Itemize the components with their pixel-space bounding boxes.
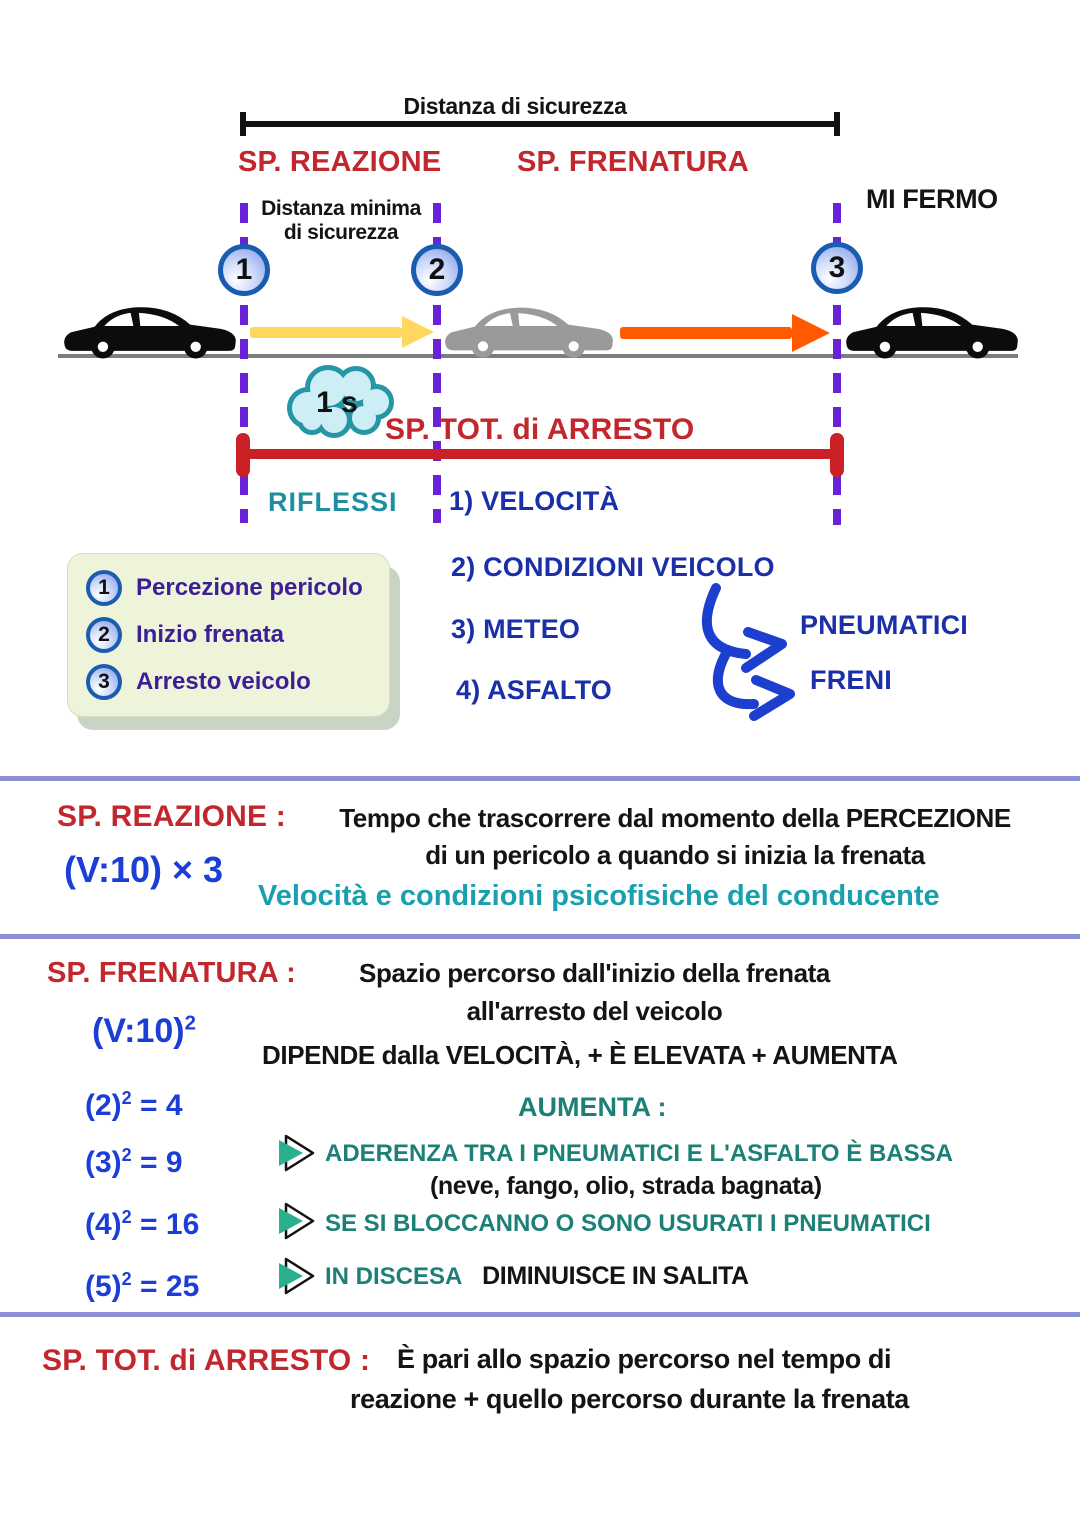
yellow-arrow-head-icon [402, 316, 434, 348]
cloud-icon: 1 s [287, 365, 394, 438]
frenatura-depends: DIPENDE dalla VELOCITÀ, + È ELEVATA + AU… [262, 1040, 898, 1070]
safety-distance-label: Distanza di sicurezza [403, 93, 627, 119]
bullet2-teal-text: SE SI BLOCCANNO O SONO USURATI I PNEUMAT… [325, 1210, 931, 1237]
example-4-squared: (4)2 = 16 [85, 1207, 200, 1241]
mi-fermo-label: MI FERMO [866, 184, 998, 214]
factor-meteo: 3) METEO [451, 614, 581, 644]
curved-arrows-icon [701, 583, 795, 721]
yellow-arrow-icon [250, 327, 402, 338]
legend-label-2: Inizio frenata [136, 621, 285, 648]
example-5-squared: (5)2 = 25 [85, 1269, 200, 1303]
safety-distance-bracket [243, 121, 837, 127]
gray-car-icon [445, 307, 613, 358]
legend-circle-3: 3 [86, 664, 122, 700]
orange-arrow-icon [620, 327, 792, 339]
factor-asfalto: 4) ASFALTO [456, 675, 613, 705]
legend-item-2: 2 Inizio frenata [86, 617, 389, 653]
orange-arrow-head-icon [792, 314, 830, 352]
red-bracket-cap-right [830, 433, 844, 477]
min-safety-distance-label: Distanza minima di sicurezza [261, 197, 421, 244]
pneumatici-label: PNEUMATICI [800, 610, 968, 640]
chevron-bullet-icon-3 [279, 1257, 315, 1295]
separator-1 [0, 776, 1080, 781]
legend-label-3: Arresto veicolo [136, 668, 311, 695]
arresto-heading: SP. TOT. di ARRESTO : [42, 1344, 371, 1377]
bullet3-teal-text: IN DISCESA [325, 1263, 462, 1290]
riflessi-label: RIFLESSI [268, 487, 398, 517]
road-line [58, 354, 1018, 358]
dashed-line-1 [240, 203, 248, 523]
arresto-desc-line1: È pari allo spazio percorso nel tempo di [397, 1344, 892, 1374]
bullet1-teal-text: ADERENZA TRA I PNEUMATICI E L'ASFALTO È … [325, 1140, 953, 1167]
bracket-tick-left [240, 112, 246, 136]
curved-arrow-head-1 [741, 627, 787, 673]
marker-3-number: 3 [828, 251, 846, 284]
dashed-line-2 [433, 203, 441, 523]
marker-circle-3: 3 [811, 242, 863, 294]
sp-reazione-label: SP. REAZIONE [238, 146, 442, 178]
reazione-description: Tempo che trascorrere dal momento della … [339, 803, 1011, 870]
black-car-right-icon [846, 307, 1018, 359]
dashed-line-3 [833, 203, 841, 525]
arresto-desc-line2: reazione + quello percorso durante la fr… [350, 1384, 909, 1414]
curved-arrow-head-2 [749, 675, 795, 721]
legend-box: 1 Percezione pericolo 2 Inizio frenata 3… [67, 553, 390, 717]
separator-3 [0, 1312, 1080, 1317]
freni-label: FRENI [810, 665, 892, 695]
reazione-note: Velocità e condizioni psicofisiche del c… [258, 880, 940, 912]
legend-item-1: 1 Percezione pericolo [86, 570, 389, 606]
separator-2 [0, 934, 1080, 939]
example-2-squared: (2)2 = 4 [85, 1088, 183, 1122]
example-3-squared: (3)2 = 9 [85, 1145, 183, 1179]
bullet1-black-text: (neve, fango, olio, strada bagnata) [430, 1172, 822, 1200]
marker-circle-2: 2 [411, 244, 463, 296]
reazione-formula: (V:10) × 3 [64, 849, 224, 890]
curved-arrow-pneumatici [701, 583, 751, 659]
sp-frenatura-label: SP. FRENATURA [517, 146, 749, 178]
marker-1-number: 1 [235, 253, 253, 286]
bracket-tick-right [834, 112, 840, 136]
bullet3-text: IN DISCESA DIMINUISCE IN SALITA [325, 1262, 749, 1291]
frenatura-heading: SP. FRENATURA : [47, 957, 296, 989]
frenatura-formula: (V:10)2 [92, 1012, 196, 1050]
legend-circle-2: 2 [86, 617, 122, 653]
chevron-bullet-icon-1 [279, 1134, 315, 1172]
aumenta-heading: AUMENTA : [518, 1092, 667, 1122]
black-car-left-icon [64, 307, 236, 359]
marker-2-number: 2 [428, 253, 446, 286]
red-bracket-line [243, 449, 837, 459]
sp-tot-arresto-label: SP. TOT. di ARRESTO [385, 413, 695, 446]
legend-item-3: 3 Arresto veicolo [86, 664, 389, 700]
chevron-bullet-icon-2 [279, 1202, 315, 1240]
factor-velocita: 1) VELOCITÀ [449, 486, 620, 516]
red-bracket-cap-left [236, 433, 250, 477]
cloud-one-second-label: 1 s [316, 386, 358, 419]
curved-arrow-freni [712, 645, 759, 710]
reazione-heading: SP. REAZIONE : [57, 800, 286, 833]
legend-label-1: Percezione pericolo [136, 574, 363, 601]
marker-circle-1: 1 [218, 244, 270, 296]
legend-circle-1: 1 [86, 570, 122, 606]
bullet3-black-text: DIMINUISCE IN SALITA [482, 1262, 749, 1290]
frenatura-description: Spazio percorso dall'inizio della frenat… [359, 958, 830, 1026]
factor-condizioni: 2) CONDIZIONI VEICOLO [451, 552, 775, 582]
